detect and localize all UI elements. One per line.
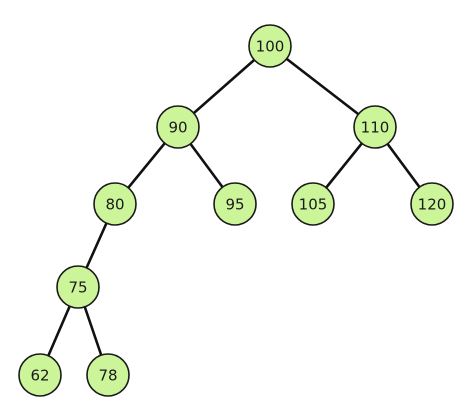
tree-node-circle xyxy=(291,182,335,226)
tree-node-circle xyxy=(93,182,137,226)
tree-node-label: 62 xyxy=(30,367,49,385)
tree-node-label: 78 xyxy=(98,367,117,385)
tree-node-circle xyxy=(353,105,397,149)
tree-node-label: 80 xyxy=(105,196,124,214)
tree-node-110: 110 xyxy=(353,105,397,149)
tree-node-label: 120 xyxy=(418,196,447,214)
tree-node-circle xyxy=(56,265,100,309)
tree-node-circle xyxy=(156,105,200,149)
tree-node-label: 100 xyxy=(256,38,285,56)
tree-node-78: 78 xyxy=(86,353,130,397)
tree-node-90: 90 xyxy=(156,105,200,149)
tree-edge-n100-n110 xyxy=(268,44,377,129)
tree-nodes: 100 90 110 80 95 105 120 75 62 78 xyxy=(18,24,454,397)
tree-node-105: 105 xyxy=(291,182,335,226)
tree-node-100: 100 xyxy=(248,24,292,68)
tree-node-label: 110 xyxy=(361,119,390,137)
tree-node-95: 95 xyxy=(213,182,257,226)
tree-node-circle xyxy=(86,353,130,397)
tree-node-75: 75 xyxy=(56,265,100,309)
tree-node-circle xyxy=(18,353,62,397)
tree-node-circle xyxy=(213,182,257,226)
tree-node-62: 62 xyxy=(18,353,62,397)
tree-node-label: 105 xyxy=(299,196,328,214)
tree-node-label: 75 xyxy=(68,279,87,297)
tree-node-circle xyxy=(248,24,292,68)
tree-node-80: 80 xyxy=(93,182,137,226)
tree-node-120: 120 xyxy=(410,182,454,226)
tree-node-label: 95 xyxy=(225,196,244,214)
tree-node-circle xyxy=(410,182,454,226)
tree-node-label: 90 xyxy=(168,119,187,137)
